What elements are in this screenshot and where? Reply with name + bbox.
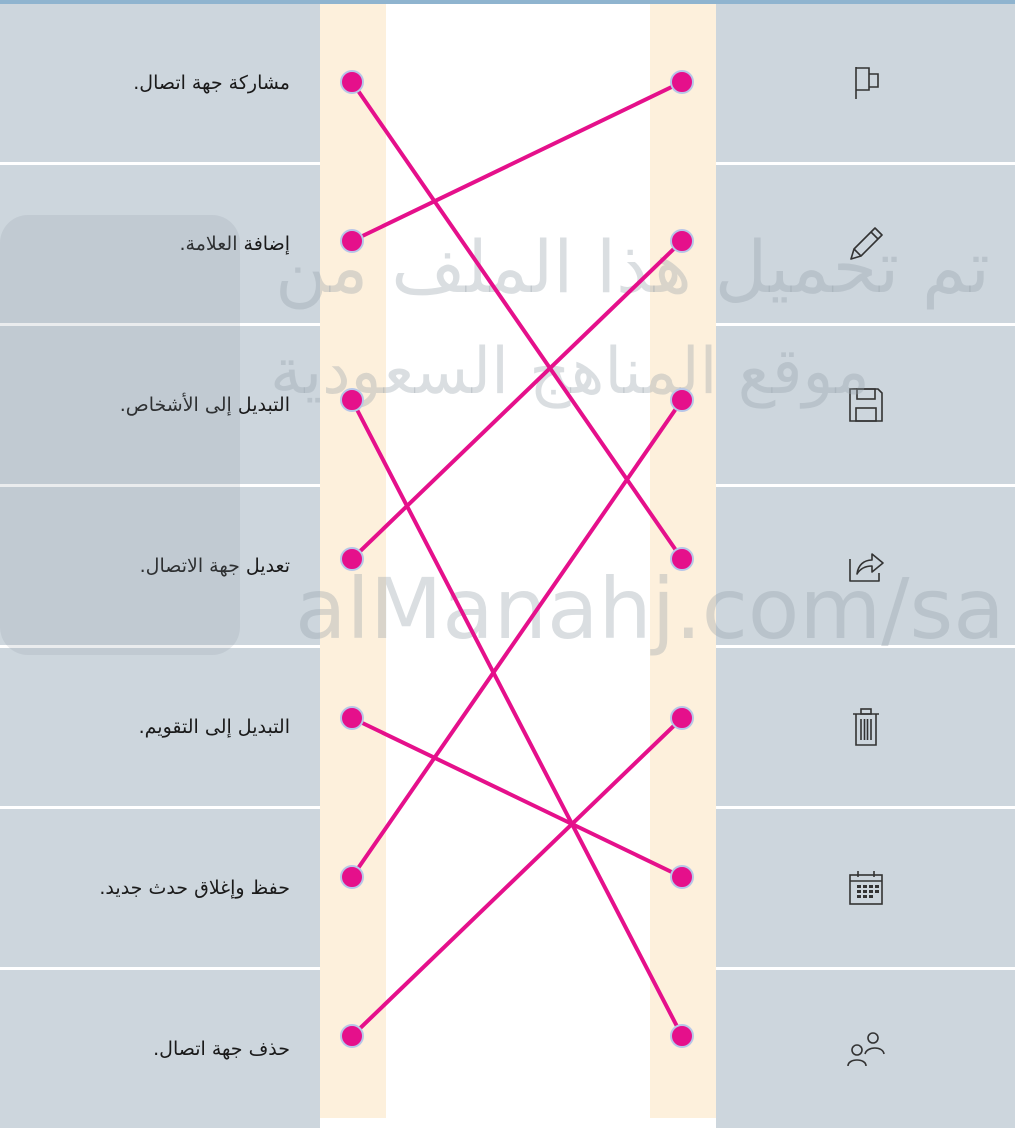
label-row[interactable]: التبديل إلى الأشخاص. [0,326,320,487]
right-connector-dot[interactable] [670,706,694,730]
left-connector-dot[interactable] [340,547,364,571]
left-connector-dot[interactable] [340,1024,364,1048]
people-icon [844,1028,888,1070]
icon-row[interactable] [716,4,1015,165]
label-row[interactable]: التبديل إلى التقويم. [0,648,320,809]
trash-icon [846,706,886,748]
label-text: مشاركة جهة اتصال. [133,72,290,94]
connection-line [350,80,684,243]
label-row[interactable]: إضافة العلامة. [0,165,320,326]
top-border [0,0,1015,4]
left-connector-dot[interactable] [340,706,364,730]
watermark-tablet-shape [0,215,240,655]
flag-icon [846,63,886,103]
pencil-icon [845,223,887,265]
icon-row[interactable] [716,809,1015,970]
label-row[interactable]: مشاركة جهة اتصال. [0,4,320,165]
share-icon [845,545,887,587]
calendar-icon [845,867,887,909]
left-connector-dot[interactable] [340,388,364,412]
label-text: تعديل جهة الاتصال. [139,555,290,577]
label-row[interactable]: حذف جهة اتصال. [0,970,320,1131]
save-icon [845,384,887,426]
connection-line [350,398,684,879]
right-connector-dot[interactable] [670,229,694,253]
label-text: التبديل إلى التقويم. [138,716,290,738]
icon-row[interactable] [716,648,1015,809]
label-text: إضافة العلامة. [179,233,290,255]
label-text: التبديل إلى الأشخاص. [119,394,290,416]
icon-row[interactable] [716,487,1015,648]
left-connector-dot[interactable] [340,865,364,889]
icon-row[interactable] [716,165,1015,326]
connection-line [350,80,684,561]
connection-line [350,716,684,879]
right-connector-dot[interactable] [670,388,694,412]
left-connector-dot[interactable] [340,229,364,253]
right-connector-dot[interactable] [670,70,694,94]
connection-line [350,716,684,1038]
right-connector-dot[interactable] [670,1024,694,1048]
connection-line [350,239,684,561]
icons-column [716,4,1015,1131]
label-row[interactable]: تعديل جهة الاتصال. [0,487,320,648]
labels-column: مشاركة جهة اتصال. إضافة العلامة. التبديل… [0,4,320,1131]
connection-line [350,398,684,1038]
icon-row[interactable] [716,326,1015,487]
label-row[interactable]: حفظ وإغلاق حدث جديد. [0,809,320,970]
label-text: حذف جهة اتصال. [153,1038,290,1060]
right-connector-dot[interactable] [670,547,694,571]
right-connector-dot[interactable] [670,865,694,889]
left-connector-dot[interactable] [340,70,364,94]
label-text: حفظ وإغلاق حدث جديد. [99,877,290,899]
